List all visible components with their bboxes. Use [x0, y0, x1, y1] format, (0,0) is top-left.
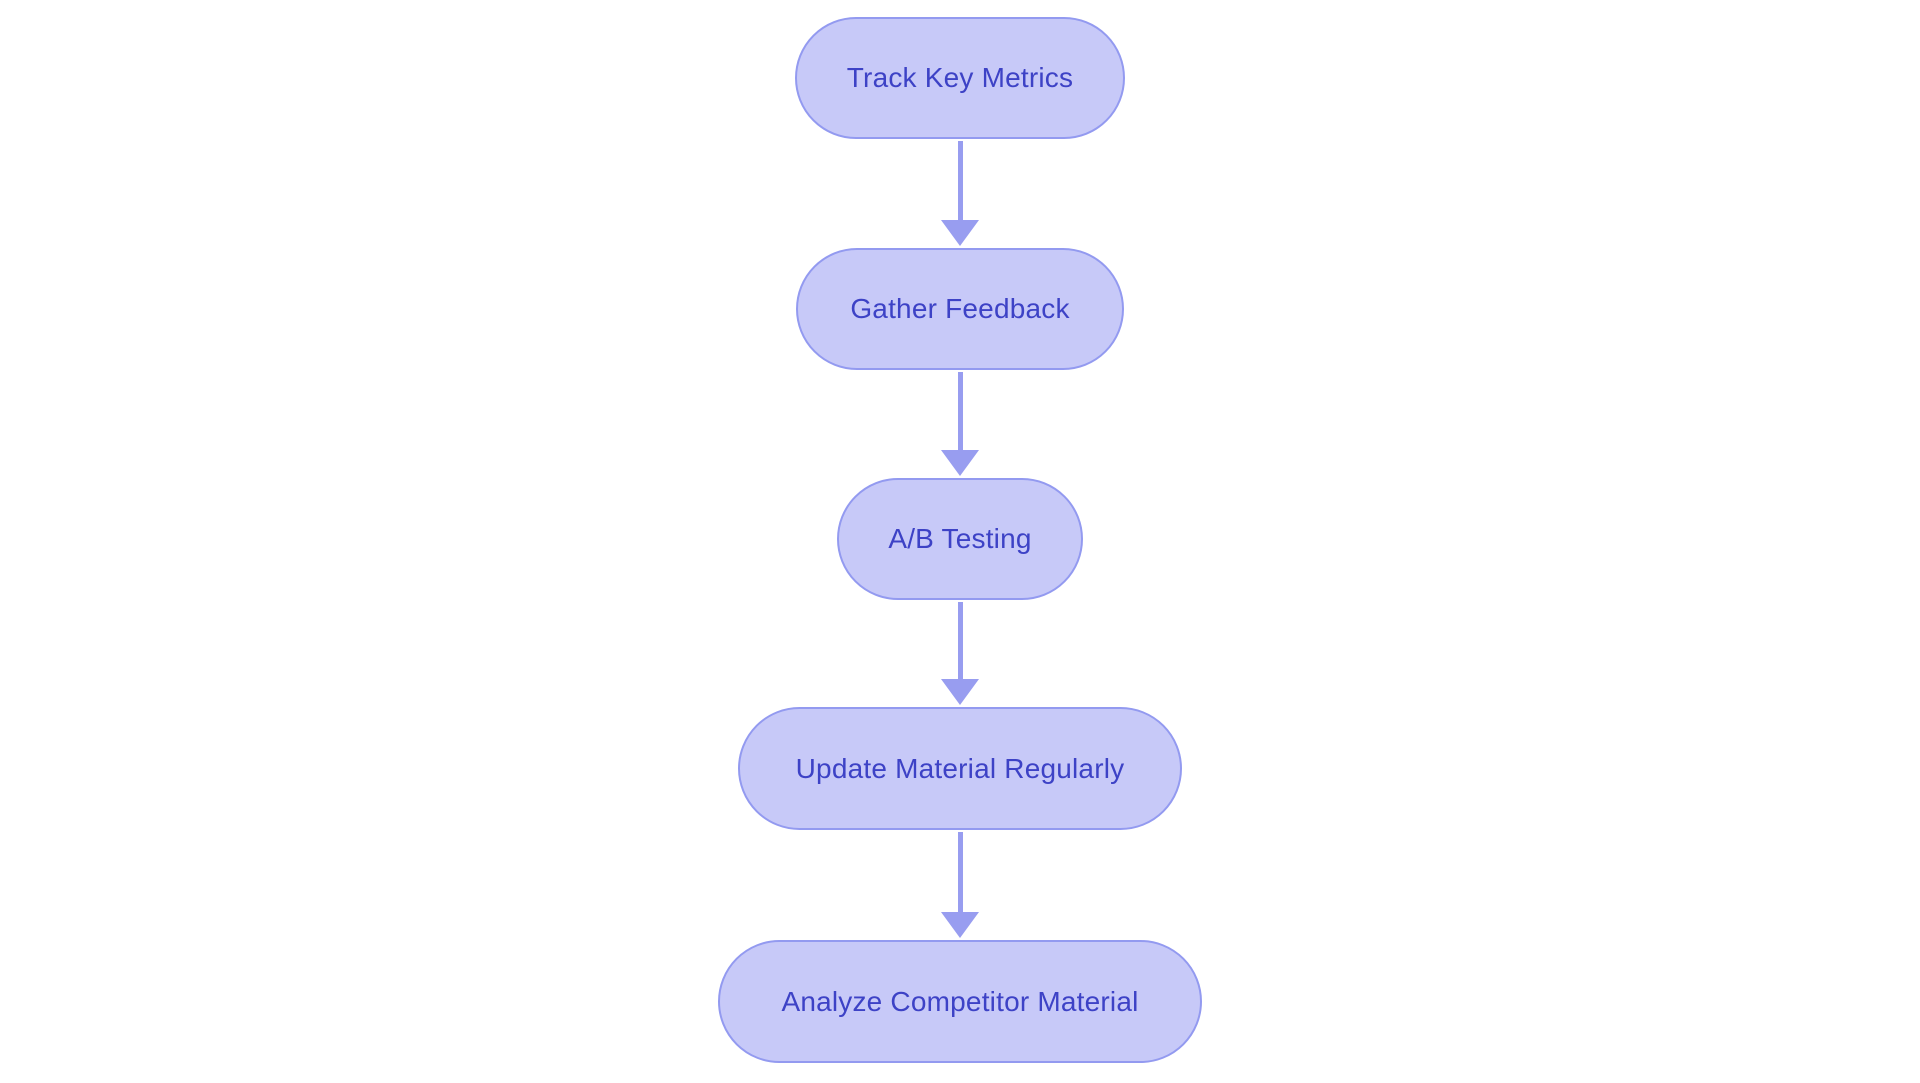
- flowchart-node-track-key-metrics: Track Key Metrics: [795, 17, 1125, 139]
- node-label: A/B Testing: [888, 523, 1032, 554]
- arrow-head-icon: [941, 679, 979, 705]
- arrow-head-icon: [941, 220, 979, 246]
- node-label: Analyze Competitor Material: [781, 985, 1139, 1017]
- arrow-shaft: [957, 141, 963, 220]
- connector-arrow-1: [941, 141, 979, 246]
- arrow-head-icon: [941, 450, 979, 476]
- arrow-shaft: [957, 602, 963, 679]
- flowchart-node-analyze-competitor-material: Analyze Competitor Material: [718, 940, 1202, 1063]
- arrow-shaft: [957, 372, 963, 450]
- node-label: Gather Feedback: [850, 293, 1070, 324]
- connector-arrow-4: [941, 832, 979, 938]
- arrow-head-icon: [941, 912, 979, 938]
- connector-arrow-3: [941, 602, 979, 705]
- flowchart-node-ab-testing: A/B Testing: [837, 478, 1083, 600]
- arrow-shaft: [957, 832, 963, 912]
- flowchart-node-update-material-regularly: Update Material Regularly: [738, 707, 1182, 830]
- node-label: Update Material Regularly: [795, 752, 1125, 784]
- flowchart-node-gather-feedback: Gather Feedback: [796, 248, 1124, 370]
- node-label: Track Key Metrics: [846, 62, 1074, 93]
- connector-arrow-2: [941, 372, 979, 476]
